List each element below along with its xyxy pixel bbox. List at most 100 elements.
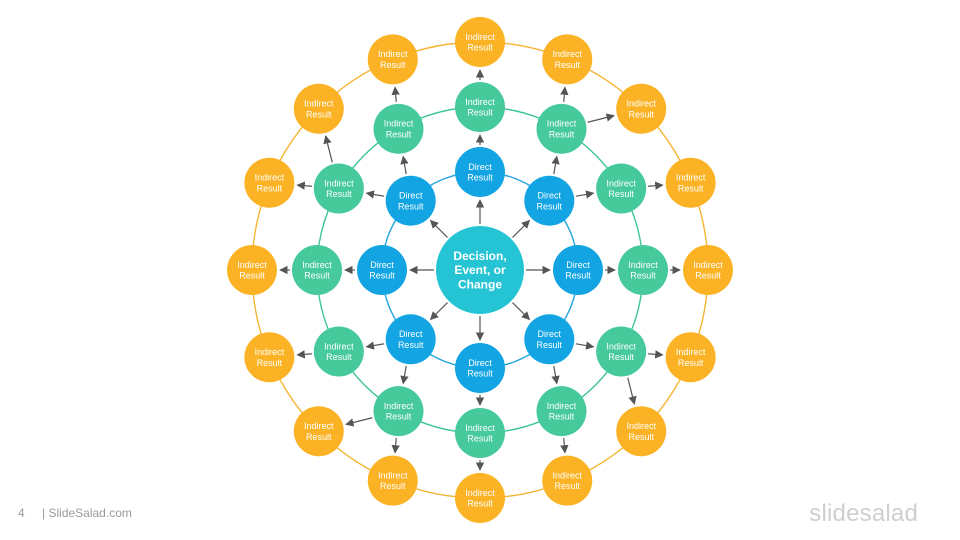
outer-indirect-result-node-circle [244,332,295,383]
direct-result-node-circle [455,343,505,393]
inner-indirect-result-node-circle [292,245,342,295]
inner-indirect-result-node-circle [596,326,647,377]
arrow-indirect-to-outer [296,350,312,359]
outer-indirect-result-node-circle [367,34,418,85]
brand-logo: slidesalad [809,500,918,527]
arrow-direct-to-indirect [575,190,595,199]
inner-indirect-result-node-label: Result [467,434,493,444]
direct-result-node-circle [385,314,436,365]
outer-indirect-result-node-label: Indirect [552,49,582,59]
arrow-direct-to-indirect [551,365,560,385]
direct-result-node-label: Result [467,173,493,183]
outer-indirect-result-node-label: Indirect [676,347,706,357]
outer-indirect-result-node-circle [542,34,593,85]
inner-indirect-result-node-label: Result [386,412,412,422]
outer-indirect-result-node-label: Indirect [693,260,723,270]
outer-indirect-result-node-label: Result [628,432,654,442]
inner-indirect-result-node-label: Indirect [547,401,577,411]
footer-site: | SlideSalad.com [42,506,132,520]
direct-result-node-label: Direct [538,190,562,200]
direct-result-node-label: Direct [399,329,423,339]
center-decision-node-label: Change [458,278,502,292]
outer-indirect-result-node-circle [455,473,505,523]
outer-indirect-result-node-circle [616,83,667,134]
outer-indirect-result-node-label: Result [467,43,493,53]
outer-indirect-result-node-label: Indirect [255,172,285,182]
inner-indirect-result-node-circle [373,386,424,437]
arrow-center-to-direct [429,302,448,321]
direct-result-node-circle [524,314,575,365]
outer-indirect-result-node-label: Result [554,481,580,491]
outer-indirect-result-node-circle [665,157,716,208]
direct-result-node-label: Result [537,340,563,350]
outer-indirect-result-node-circle [293,83,344,134]
inner-indirect-result-node-label: Result [549,129,575,139]
outer-indirect-result-node-label: Indirect [378,470,408,480]
arrow-direct-to-indirect [551,155,560,175]
inner-indirect-result-node-circle [536,103,587,154]
arrow-direct-to-indirect [575,341,595,350]
arrow-indirect-to-outer [648,350,664,359]
arrow-center-to-direct [429,219,448,238]
outer-indirect-result-node-label: Result [554,60,580,70]
connector-arrows [279,69,681,471]
direct-result-node-circle [553,245,603,295]
inner-indirect-result-node-circle [313,163,364,214]
center-decision-node-circle [436,226,524,314]
outer-indirect-result-node-label: Result [380,60,406,70]
inner-indirect-result-node-label: Result [326,352,352,362]
outer-indirect-result-node-label: Result [306,109,332,119]
arrow-direct-to-indirect [365,190,385,199]
arrow-center-to-direct [512,302,531,321]
inner-indirect-result-node-circle [536,386,587,437]
inner-indirect-result-node-circle [596,163,647,214]
outer-indirect-result-node-label: Indirect [626,421,656,431]
direct-result-node-label: Result [398,340,424,350]
inner-indirect-result-node-label: Indirect [384,401,414,411]
arrow-indirect-to-outer [391,86,400,102]
outer-indirect-result-node-label: Indirect [255,347,285,357]
direct-result-node-label: Result [565,271,591,281]
outer-indirect-result-node-label: Indirect [676,172,706,182]
inner-indirect-result-node-label: Result [549,412,575,422]
inner-indirect-result-node-label: Indirect [384,119,414,129]
arrow-indirect-to-outer [296,181,312,190]
inner-indirect-result-node-label: Indirect [606,341,636,351]
inner-indirect-result-node-circle [313,326,364,377]
outer-indirect-result-node-label: Indirect [378,49,408,59]
direct-result-node-label: Direct [538,329,562,339]
direct-result-node-label: Direct [399,190,423,200]
outer-indirect-result-node-label: Result [257,358,283,368]
inner-indirect-result-node-label: Indirect [547,119,577,129]
direct-result-node-label: Result [537,201,563,211]
outer-indirect-result-node-label: Indirect [304,99,334,109]
inner-indirect-result-node-label: Indirect [302,260,332,270]
arrow-direct-to-indirect [400,155,409,175]
direct-result-node-label: Result [467,369,493,379]
outer-indirect-result-node-label: Indirect [237,260,267,270]
outer-indirect-result-node-label: Result [695,271,721,281]
inner-indirect-result-node-circle [618,245,668,295]
outer-indirect-result-node-label: Indirect [304,421,334,431]
direct-result-node-circle [455,147,505,197]
